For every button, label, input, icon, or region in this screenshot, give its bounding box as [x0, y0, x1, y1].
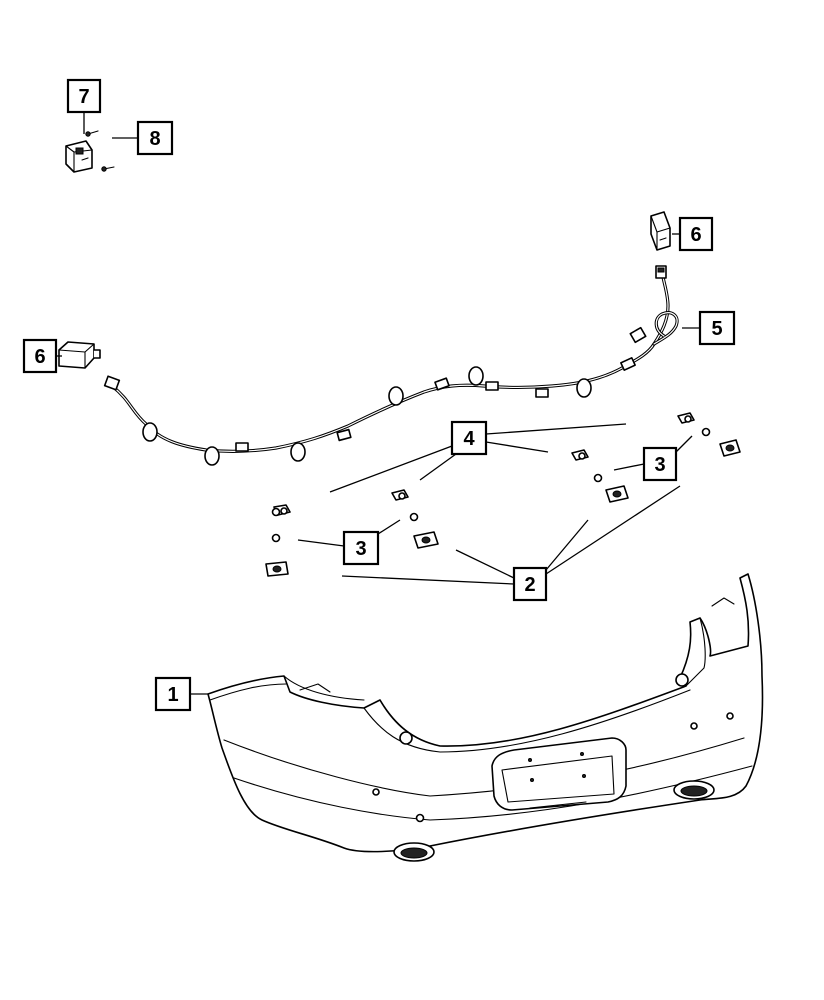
wiring-harness [103, 265, 679, 466]
callout-3-right: 3 [642, 446, 678, 482]
svg-text:3: 3 [355, 538, 366, 560]
callout-6-right: 6 [678, 216, 714, 252]
sensor-left-2 [391, 489, 409, 501]
leader-lines [56, 112, 700, 695]
svg-text:1: 1 [167, 684, 178, 706]
svg-text:5: 5 [711, 318, 722, 340]
bracket-assembly [65, 140, 93, 173]
retainer-3 [605, 485, 629, 503]
module-right [650, 211, 671, 251]
callout-2: 2 [512, 566, 548, 602]
retainer-2 [413, 531, 439, 549]
screw-upper [85, 130, 99, 137]
callout-5: 5 [698, 310, 736, 346]
screw-lower [101, 166, 115, 172]
grommets [271, 427, 711, 543]
callout-7: 7 [66, 78, 102, 114]
sensor-right-2 [677, 412, 695, 424]
svg-text:4: 4 [463, 428, 475, 450]
callout-6-left: 6 [22, 338, 58, 374]
svg-text:6: 6 [34, 346, 45, 368]
callout-1: 1 [154, 676, 192, 712]
callout-3-left: 3 [342, 530, 380, 566]
svg-text:8: 8 [149, 128, 160, 150]
retainer-4 [719, 439, 741, 457]
svg-text:2: 2 [524, 574, 535, 596]
rear-bumper-fascia [207, 573, 764, 862]
sensor-right-1 [571, 449, 589, 461]
svg-text:7: 7 [78, 86, 89, 108]
callout-4: 4 [450, 420, 488, 456]
callout-8: 8 [136, 120, 174, 156]
svg-text:3: 3 [654, 454, 665, 476]
module-left [58, 341, 101, 369]
svg-text:6: 6 [690, 224, 701, 246]
retainer-1 [265, 561, 289, 577]
